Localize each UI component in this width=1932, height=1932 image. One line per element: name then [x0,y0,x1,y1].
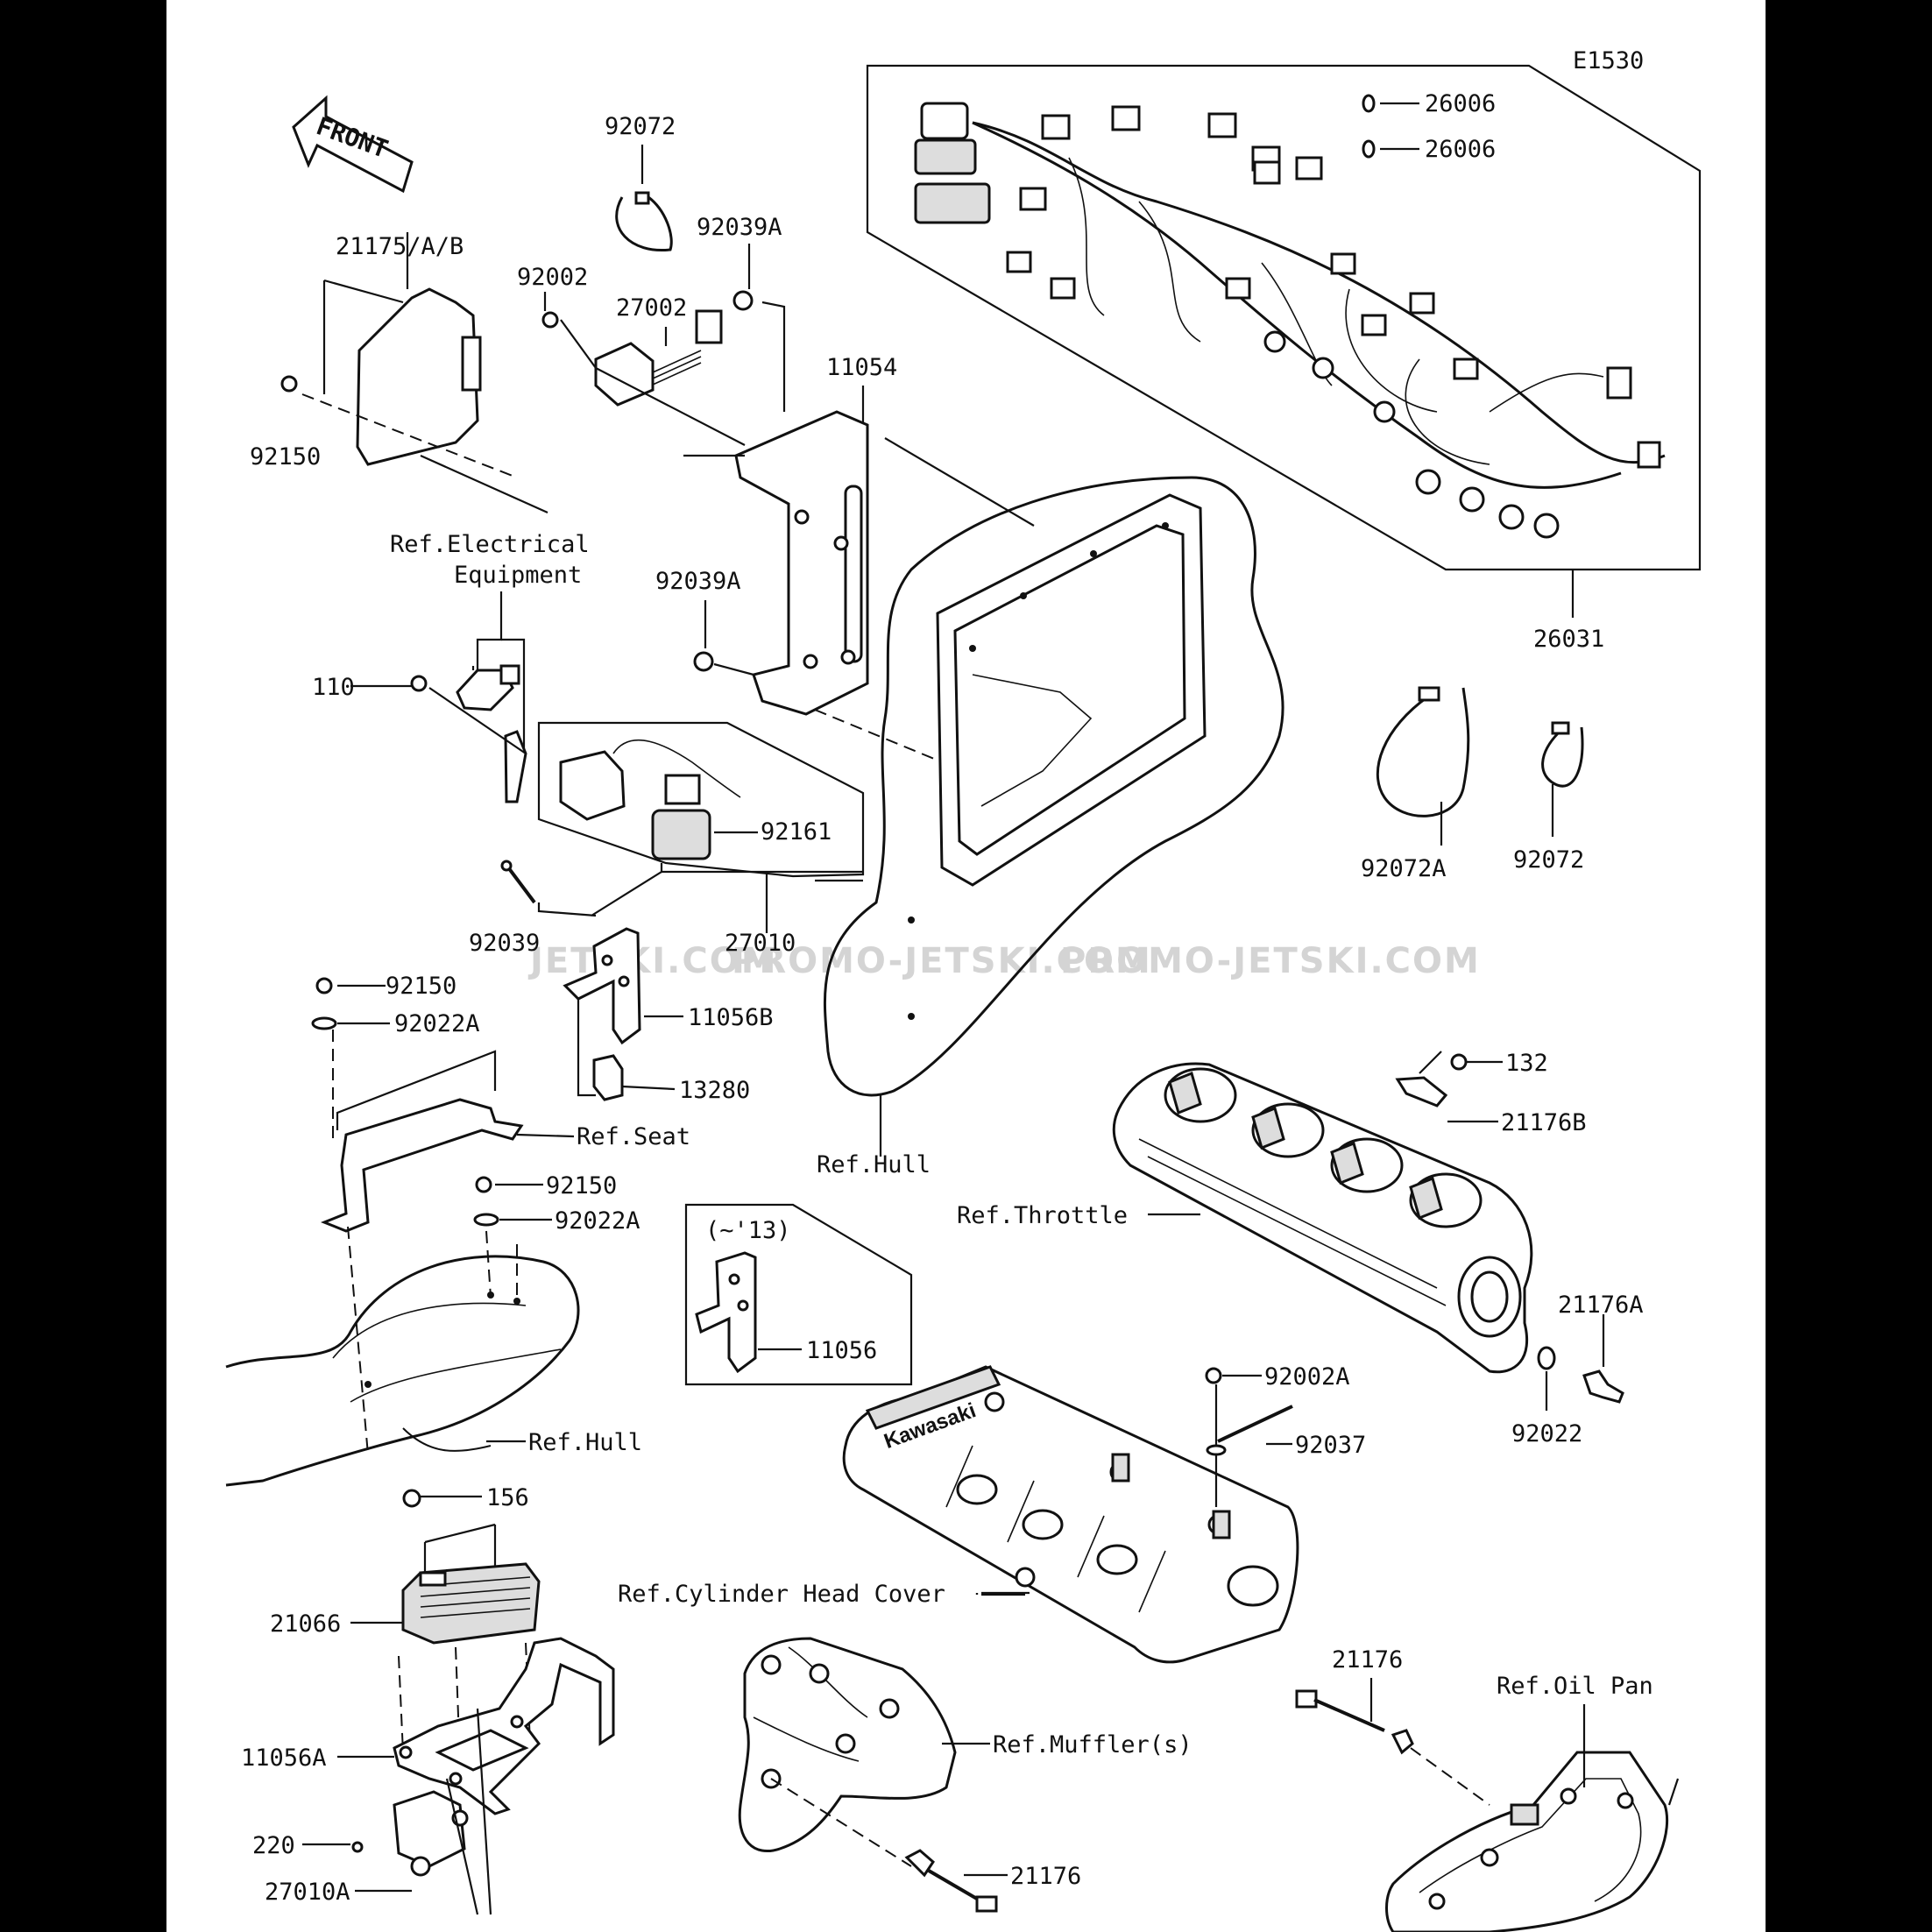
part-132: 132 [1505,1050,1548,1077]
part-92022a-hull: 92022A [555,1207,640,1235]
part-92150-seat: 92150 [386,973,456,1000]
part-92039a-mid: 92039A [655,568,741,595]
part-92039a-top: 92039A [697,214,782,241]
front-arrow-icon: FRONT [292,95,414,194]
screw-92039 [500,860,597,917]
part-156: 156 [486,1484,529,1511]
dipstick-92037 [1206,1405,1293,1456]
watermark-1: JETSKI.COM [527,941,778,981]
part-92022: 92022 [1511,1420,1582,1447]
bolt-156 [402,1489,421,1508]
ref-electrical-equipment-line2: Equipment [454,562,582,589]
ref-hull-lower: Ref.Hull [528,1429,642,1456]
bracket-11056a [393,1637,615,1815]
part-21176-lower: 21176 [1010,1863,1081,1890]
part-92037: 92037 [1295,1432,1366,1459]
part-92072-top: 92072 [605,113,676,140]
diagram-code: E1530 [1573,47,1644,74]
part-92072a: 92072A [1361,855,1447,882]
part-26031: 26031 [1533,626,1604,653]
part-21176-oilpan: 21176 [1332,1646,1403,1674]
ref-seat: Ref.Seat [577,1123,690,1150]
hull-panel [823,476,1284,1157]
part-13280: 13280 [679,1077,750,1104]
watermark-3: PROMO-JETSKI.COM [1060,941,1481,981]
bolt-92150-hull [475,1176,492,1193]
part-27002: 27002 [616,294,687,322]
bolt-92150-seat [315,977,333,994]
ref-throttle: Ref.Throttle [957,1202,1128,1229]
sensor-21176a [1582,1314,1624,1404]
part-11056a: 11056A [241,1744,327,1772]
part-27010: 27010 [725,930,796,957]
part-11056: 11056 [806,1337,877,1364]
sensor-21176-oilpan [1295,1689,1414,1755]
part-92002: 92002 [517,264,588,291]
bolt-92002a [1205,1367,1222,1384]
muffler [738,1637,957,1853]
sensor-110-assembly [428,664,527,803]
ref-mufflers: Ref.Muffler(s) [993,1731,1192,1759]
part-92072-right: 92072 [1513,846,1584,874]
variant-note: (~'13) [705,1217,791,1244]
part-220: 220 [252,1832,295,1859]
ecu-21175 [280,232,548,514]
part-92039: 92039 [469,930,540,957]
clip-13280 [592,1054,676,1101]
wire-harness-26031 [866,64,1702,618]
part-92150-ecu: 92150 [250,443,321,471]
tie-92072-right [1541,721,1584,837]
tie-92072a [1376,686,1470,846]
seat-bracket [320,1050,575,1233]
washer-92022a-seat [311,1016,337,1030]
part-92002a: 92002A [1264,1363,1350,1391]
ref-electrical-equipment-line1: Ref.Electrical [390,531,590,558]
part-27010a: 27010A [265,1879,350,1906]
bracket-11056b [563,927,641,1097]
part-21176a: 21176A [1558,1292,1644,1319]
watermark: JETSKI.COM PROMO-JETSKI.COM PROMO-JETSKI… [527,941,1481,981]
sensor-21176-lower [904,1849,998,1913]
screw-220 [351,1841,364,1853]
relay-27010 [559,739,741,860]
variant-box [684,1203,913,1386]
part-92150-hull: 92150 [546,1172,617,1200]
ref-oil-pan: Ref.Oil Pan [1497,1673,1653,1700]
part-26006-b: 26006 [1425,136,1496,163]
bolt-132 [1450,1053,1468,1071]
group-box-27010 [537,721,865,878]
tie-92072-top [615,145,673,252]
part-21066: 21066 [270,1610,341,1638]
relay-27010a [393,1790,469,1877]
oil-pan [1385,1751,1680,1932]
part-92022a-seat: 92022A [394,1010,480,1037]
regulator-21066 [401,1562,541,1645]
bolt-92039a-mid [693,651,714,672]
cylinder-head-cover: Kawasaki [842,1365,1299,1664]
part-11054: 11054 [826,354,897,381]
part-21176b: 21176B [1501,1109,1587,1136]
bolt-92039a-top [732,290,754,311]
throttle-body [1112,1051,1533,1374]
part-92161: 92161 [761,818,832,846]
bracket-11056 [695,1251,757,1374]
relay-27002 [560,309,746,446]
ref-cylinder-head-cover: Ref.Cylinder Head Cover [618,1581,945,1608]
part-21175: 21175/A/B [336,233,464,260]
washer-92022a-hull [473,1213,499,1227]
hull-lower [225,1255,580,1487]
ref-hull-upper: Ref.Hull [817,1151,931,1178]
part-110: 110 [312,674,355,701]
part-26006-a: 26006 [1425,90,1496,117]
part-11056b: 11056B [688,1004,774,1031]
watermark-2: PROMO-JETSKI.COM [732,941,1152,981]
oring-92022 [1537,1346,1556,1370]
bracket-11054 [683,410,1035,772]
